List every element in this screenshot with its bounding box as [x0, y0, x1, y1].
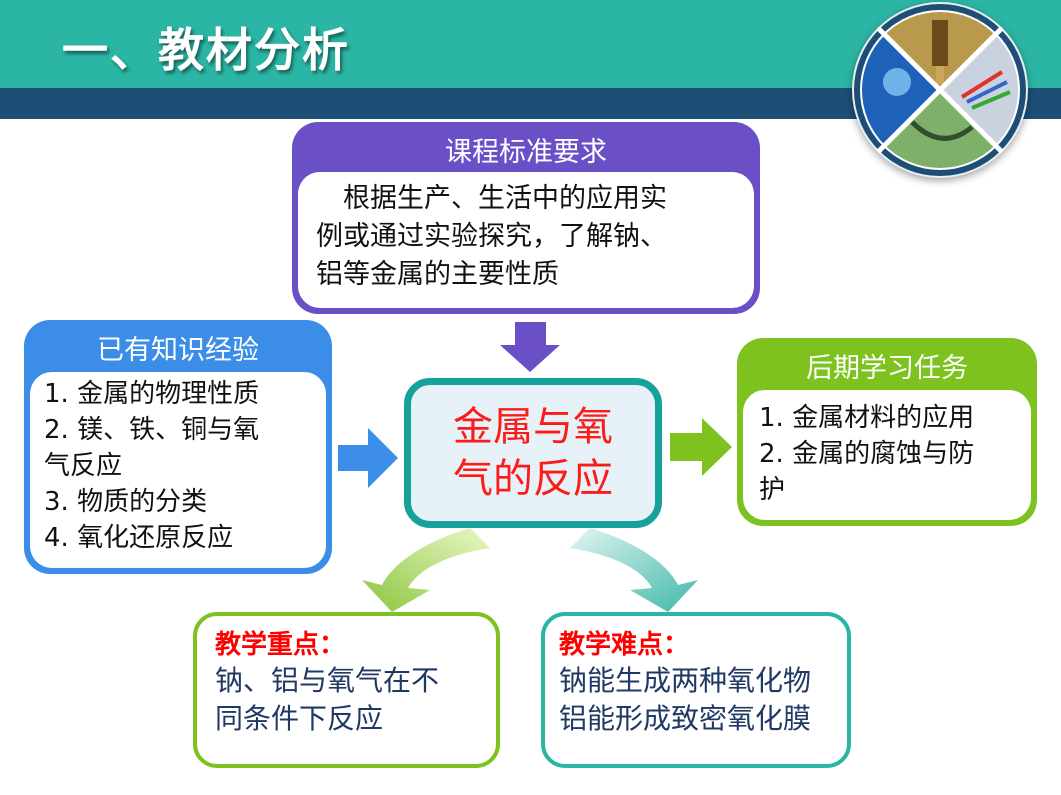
center-topic-text: 金属与氧 气的反应	[453, 404, 613, 502]
standard-text: 根据生产、生活中的应用实 例或通过实验探究，了解钠、 铝等金属的主要性质	[316, 183, 667, 290]
prior-item-2: 2. 镁、铁、铜与氧 气反应	[44, 415, 260, 481]
prior-box: 已有知识经验 1. 金属的物理性质 2. 镁、铁、铜与氧 气反应 3. 物质的分…	[24, 320, 332, 574]
page-title: 一、教材分析	[62, 23, 350, 77]
later-list-panel: 1. 金属材料的应用 2. 金属的腐蚀与防 护	[743, 390, 1031, 520]
center-topic-box: 金属与氧 气的反应	[404, 378, 662, 528]
prior-header: 已有知识经验	[97, 335, 259, 366]
prior-item-4: 4. 氧化还原反应	[44, 523, 234, 553]
standard-text-panel: 根据生产、生活中的应用实 例或通过实验探究，了解钠、 铝等金属的主要性质	[298, 172, 754, 308]
arrow-curve-right-icon	[570, 528, 698, 612]
arrow-right-green-icon	[670, 418, 732, 476]
science-logo-icon	[852, 2, 1028, 178]
key-point-box: 教学重点： 钠、铝与氧气在不 同条件下反应	[193, 612, 500, 768]
standard-header: 课程标准要求	[445, 137, 607, 168]
later-item-1: 1. 金属材料的应用	[759, 403, 975, 433]
later-box: 后期学习任务 1. 金属材料的应用 2. 金属的腐蚀与防 护	[737, 338, 1037, 526]
arrow-down-icon	[500, 322, 560, 372]
arrow-right-blue-icon	[338, 428, 398, 488]
prior-item-1: 1. 金属的物理性质	[44, 379, 260, 409]
arrow-curve-left-icon	[362, 528, 490, 612]
later-header: 后期学习任务	[806, 353, 968, 384]
key-point-label: 教学重点：	[215, 630, 346, 660]
later-item-2: 2. 金属的腐蚀与防 护	[759, 439, 975, 505]
standard-box: 课程标准要求 根据生产、生活中的应用实 例或通过实验探究，了解钠、 铝等金属的主…	[292, 122, 760, 314]
difficult-point-text: 钠能生成两种氧化物 铝能形成致密氧化膜	[559, 664, 812, 735]
prior-item-3: 3. 物质的分类	[44, 487, 208, 517]
key-point-text: 钠、铝与氧气在不 同条件下反应	[215, 664, 440, 735]
difficult-point-label: 教学难点：	[559, 630, 690, 660]
prior-list-panel: 1. 金属的物理性质 2. 镁、铁、铜与氧 气反应 3. 物质的分类 4. 氧化…	[30, 372, 326, 568]
difficult-point-box: 教学难点： 钠能生成两种氧化物 铝能形成致密氧化膜	[541, 612, 851, 768]
